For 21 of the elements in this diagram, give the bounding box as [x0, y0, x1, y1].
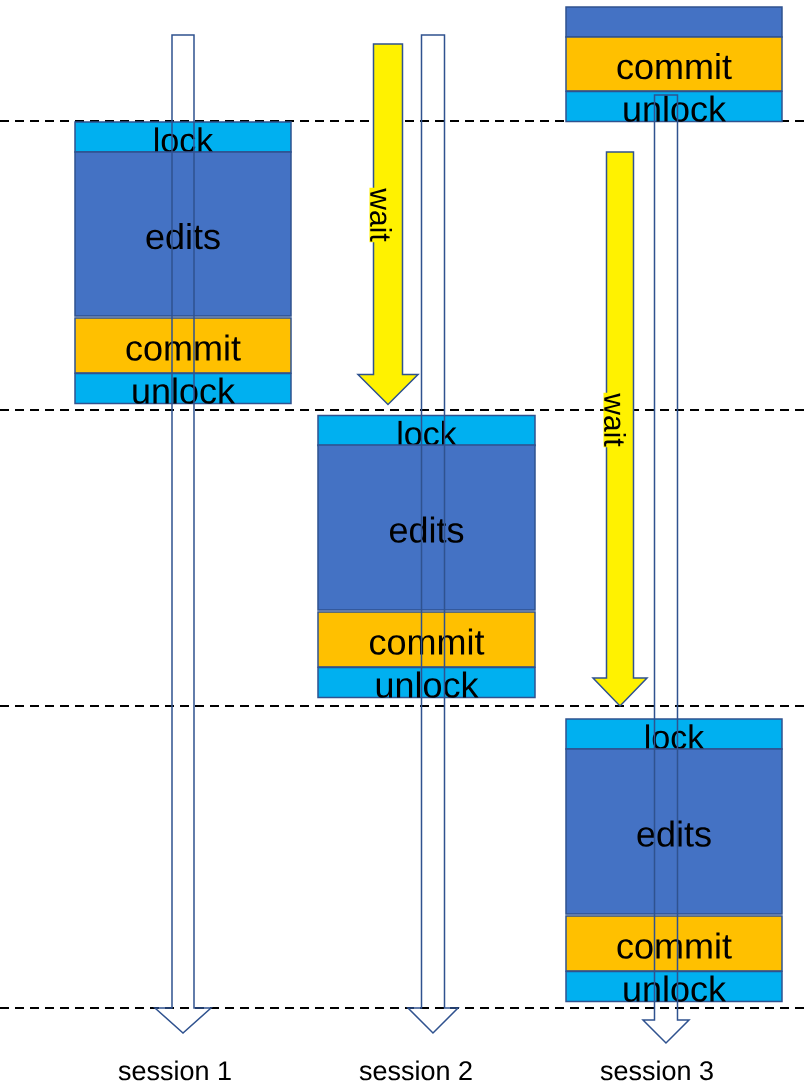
process-box: edits [74, 151, 292, 317]
edge-label: wait [369, 187, 393, 243]
process-box [565, 6, 783, 38]
hollow-arrow [153, 34, 213, 1034]
block-arrow [591, 151, 649, 708]
process-box: commit [565, 36, 783, 92]
process-box: edits [565, 748, 783, 915]
session-label: session 3 [600, 1060, 713, 1081]
process-box: lock [74, 121, 292, 153]
process-box: lock [565, 718, 783, 750]
hollow-arrow [406, 34, 460, 1035]
block-arrow [356, 43, 420, 406]
process-box: unlock [74, 372, 292, 405]
process-box: unlock [565, 90, 783, 123]
session-label: session 2 [359, 1060, 472, 1081]
process-box: unlock [565, 970, 783, 1003]
edge-label: wait [603, 392, 627, 448]
session-label: session 1 [118, 1060, 231, 1081]
process-box: unlock [317, 666, 536, 699]
process-box: edits [317, 444, 536, 611]
hollow-arrow [641, 94, 691, 1045]
